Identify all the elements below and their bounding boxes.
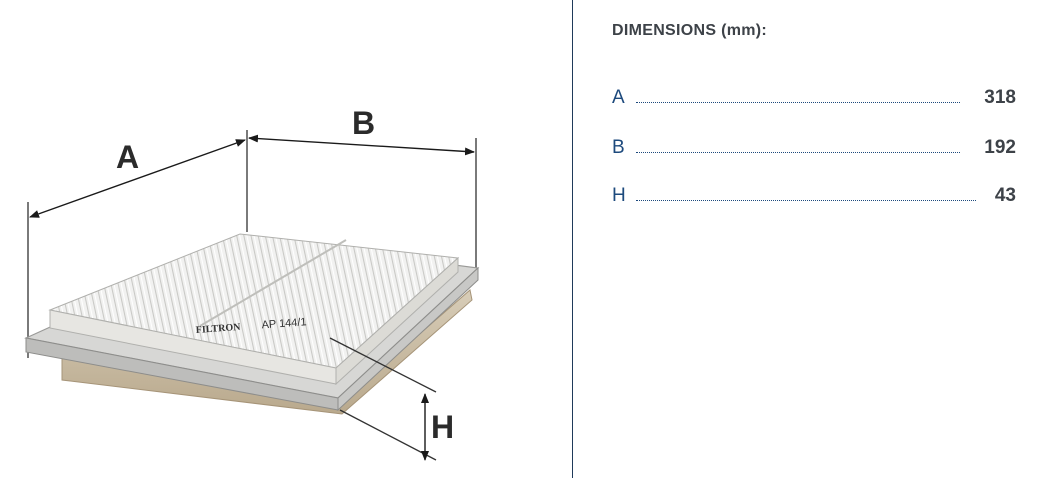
dimension-line-a bbox=[29, 139, 246, 218]
dimension-label: A bbox=[612, 87, 625, 108]
dimension-value: 318 bbox=[984, 87, 1016, 108]
filter-illustration: FILTRON AP 144/1 A B H bbox=[24, 105, 480, 461]
dimension-value: 43 bbox=[994, 185, 1016, 206]
filter-rim-edge-right bbox=[337, 266, 479, 412]
dimension-line-b bbox=[248, 134, 475, 156]
leader-dots bbox=[636, 152, 960, 153]
dimension-label: H bbox=[612, 185, 626, 206]
dimension-row-b: B 192 bbox=[612, 136, 1016, 160]
vertical-divider bbox=[572, 0, 573, 478]
dimension-label: B bbox=[612, 137, 625, 158]
leader-dots bbox=[636, 200, 976, 201]
label-b: B bbox=[352, 105, 375, 141]
extension-line-h-top bbox=[329, 337, 437, 393]
leader-dots bbox=[636, 102, 960, 103]
brand-logo: FILTRON bbox=[195, 322, 241, 336]
filter-drawing: FILTRON AP 144/1 A B H bbox=[24, 105, 480, 461]
label-h: H bbox=[431, 409, 454, 445]
filter-label: FILTRON AP 144/1 bbox=[195, 316, 307, 336]
dimension-row-h: H 43 bbox=[612, 184, 1016, 208]
filter-media-side bbox=[335, 256, 459, 386]
filter-seam bbox=[199, 239, 347, 327]
model-number: AP 144/1 bbox=[261, 316, 307, 331]
extension-line-h-bottom bbox=[339, 409, 437, 461]
dimension-value: 192 bbox=[984, 137, 1016, 158]
dimensions-panel: DIMENSIONS (mm): A 318 B 192 H 43 bbox=[612, 0, 1022, 478]
label-a: A bbox=[116, 139, 139, 175]
dimension-row-a: A 318 bbox=[612, 86, 1016, 110]
dimensions-title: DIMENSIONS (mm): bbox=[612, 22, 768, 39]
